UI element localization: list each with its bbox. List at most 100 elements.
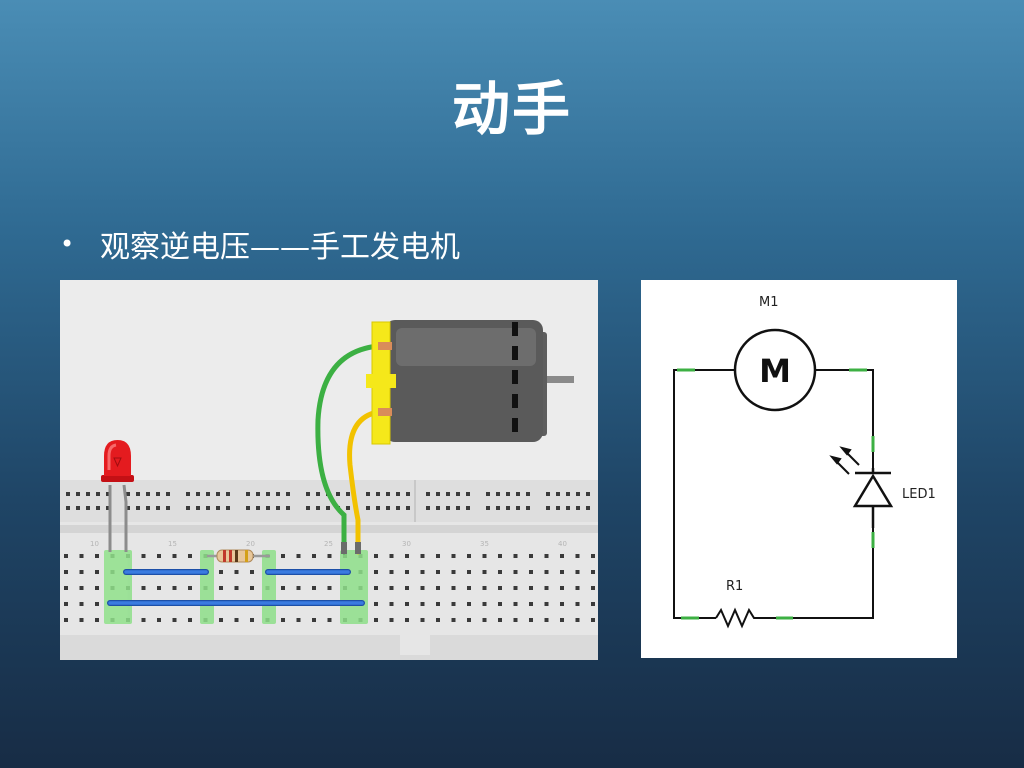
breadboard-hole bbox=[486, 492, 490, 496]
breadboard-hole bbox=[106, 506, 110, 510]
breadboard-hole bbox=[451, 602, 456, 606]
breadboard-hole bbox=[405, 586, 409, 590]
breadboard-hole bbox=[281, 586, 285, 590]
breadboard-hole bbox=[560, 602, 564, 606]
breadboard-hole bbox=[591, 602, 595, 606]
breadboard-hole bbox=[486, 506, 490, 510]
breadboard-hole bbox=[312, 554, 316, 558]
breadboard-hole bbox=[146, 492, 150, 496]
breadboard-hole bbox=[226, 506, 230, 510]
breadboard-hole bbox=[95, 554, 99, 558]
breadboard-hole bbox=[266, 492, 270, 496]
breadboard-hole bbox=[396, 492, 400, 496]
breadboard-hole bbox=[95, 570, 99, 574]
breadboard-hole bbox=[591, 586, 595, 590]
breadboard-hole bbox=[546, 492, 550, 496]
breadboard-hole bbox=[389, 554, 394, 558]
breadboard-hole bbox=[544, 618, 549, 622]
breadboard-hole bbox=[306, 492, 310, 496]
breadboard-hole bbox=[482, 618, 487, 622]
breadboard-hole bbox=[206, 506, 210, 510]
breadboard-hole bbox=[575, 586, 580, 590]
schematic-resistor bbox=[715, 607, 756, 629]
led-light-arrows-icon bbox=[829, 446, 860, 475]
breadboard-hole bbox=[166, 492, 170, 496]
breadboard-hole bbox=[466, 492, 470, 496]
breadboard-hole bbox=[327, 586, 332, 590]
breadboard-hole bbox=[420, 570, 425, 574]
breadboard-hole bbox=[141, 618, 146, 622]
column-label-25: 25 bbox=[324, 540, 333, 548]
breadboard-hole bbox=[560, 570, 564, 574]
breadboard-hole bbox=[566, 492, 570, 496]
breadboard-hole bbox=[420, 602, 425, 606]
breadboard-hole bbox=[406, 492, 410, 496]
breadboard-hole bbox=[456, 506, 460, 510]
breadboard-hole bbox=[436, 554, 440, 558]
breadboard-hole bbox=[498, 618, 502, 622]
breadboard-hole bbox=[250, 618, 254, 622]
breadboard-hole bbox=[498, 586, 502, 590]
breadboard-hole bbox=[196, 492, 200, 496]
breadboard-hole bbox=[346, 492, 350, 496]
breadboard-hole bbox=[79, 554, 84, 558]
breadboard-hole bbox=[281, 618, 285, 622]
breadboard-hole bbox=[336, 492, 340, 496]
breadboard-hole bbox=[219, 618, 223, 622]
breadboard-hole bbox=[556, 492, 560, 496]
breadboard-hole bbox=[141, 554, 146, 558]
breadboard-hole bbox=[446, 492, 450, 496]
column-label-15: 15 bbox=[168, 540, 177, 548]
breadboard-hole bbox=[172, 586, 177, 590]
breadboard-hole bbox=[276, 506, 280, 510]
breadboard-hole bbox=[451, 618, 456, 622]
breadboard-hole bbox=[498, 554, 502, 558]
breadboard-hole bbox=[157, 554, 161, 558]
breadboard-hole bbox=[219, 586, 223, 590]
green-wire bbox=[315, 343, 381, 555]
breadboard-hole bbox=[436, 602, 440, 606]
schematic-pin-markers bbox=[677, 368, 875, 620]
breadboard-hole bbox=[366, 492, 370, 496]
breadboard-hole bbox=[256, 492, 260, 496]
breadboard-hole bbox=[126, 506, 130, 510]
breadboard-hole bbox=[420, 554, 425, 558]
breadboard-hole bbox=[436, 586, 440, 590]
breadboard-hole bbox=[389, 618, 394, 622]
breadboard-hole bbox=[446, 506, 450, 510]
breadboard-hole bbox=[496, 492, 500, 496]
breadboard-hole bbox=[506, 506, 510, 510]
breadboard-hole bbox=[234, 618, 239, 622]
breadboard-hole bbox=[575, 554, 580, 558]
breadboard-hole bbox=[586, 492, 590, 496]
breadboard-hole bbox=[166, 506, 170, 510]
breadboard-hole bbox=[136, 506, 140, 510]
breadboard-hole bbox=[575, 570, 580, 574]
breadboard-hole bbox=[276, 492, 280, 496]
breadboard-hole bbox=[146, 506, 150, 510]
breadboard-hole bbox=[79, 602, 84, 606]
breadboard-hole bbox=[560, 554, 564, 558]
red-led bbox=[101, 440, 134, 552]
breadboard-hole bbox=[544, 570, 549, 574]
breadboard-hole bbox=[95, 586, 99, 590]
breadboard-hole bbox=[526, 492, 530, 496]
breadboard-hole bbox=[141, 586, 146, 590]
breadboard-hole bbox=[451, 570, 456, 574]
breadboard-hole bbox=[95, 618, 99, 622]
breadboard-hole bbox=[546, 506, 550, 510]
breadboard-hole bbox=[374, 586, 378, 590]
breadboard-hole bbox=[374, 602, 378, 606]
column-labels: 10 15 20 25 30 35 40 bbox=[90, 540, 567, 548]
breadboard-hole bbox=[206, 492, 210, 496]
breadboard-hole bbox=[256, 506, 260, 510]
breadboard-hole bbox=[186, 506, 190, 510]
bullet-dot-icon: • bbox=[60, 230, 75, 258]
breadboard-hole bbox=[66, 492, 70, 496]
breadboard-hole bbox=[64, 618, 68, 622]
breadboard-hole bbox=[79, 586, 84, 590]
breadboard-hole bbox=[216, 506, 220, 510]
breadboard-hole bbox=[250, 570, 254, 574]
breadboard-hole bbox=[296, 618, 301, 622]
breadboard-hole bbox=[316, 506, 320, 510]
